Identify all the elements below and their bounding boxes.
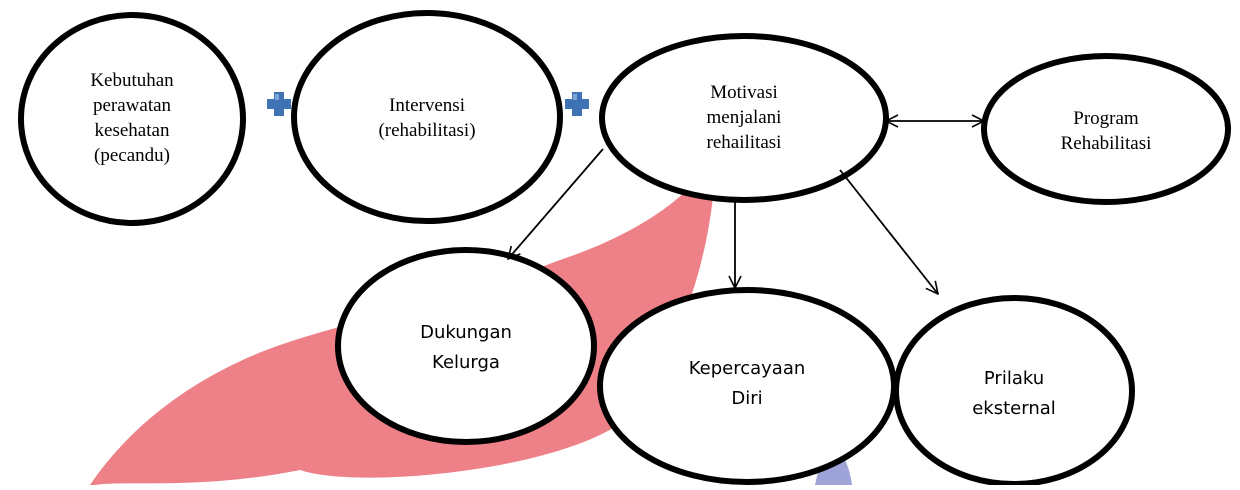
edge-motivasi-dukungan [508,148,604,259]
plus-icon [565,92,589,116]
node-program [981,53,1231,205]
node-kepercayaan [597,287,897,485]
node-kebutuhan [18,12,246,226]
edge-motivasi-prilaku [839,169,938,294]
node-prilaku [893,295,1135,487]
node-intervensi [291,10,563,224]
plus-icon [267,92,291,116]
node-dukungan [335,247,597,445]
